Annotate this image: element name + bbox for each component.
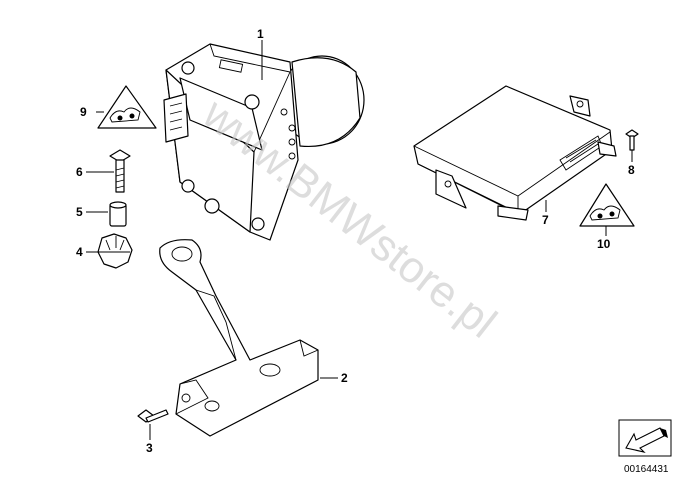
arrow-stamp-icon: [618, 419, 672, 457]
callout-3: 3: [146, 441, 153, 455]
callout-7: 7: [542, 213, 549, 227]
warning-triangle-icon: [97, 85, 157, 129]
callout-9: 9: [80, 105, 87, 119]
control-module: [413, 85, 617, 221]
callout-6: 6: [76, 165, 83, 179]
abs-hydraulic-unit: [163, 43, 365, 241]
callout-5: 5: [76, 205, 83, 219]
callout-2: 2: [341, 371, 348, 385]
sleeve: [109, 201, 127, 227]
callout-8: 8: [628, 163, 635, 177]
warning-triangle-icon: [579, 183, 635, 227]
reference-number: 00164431: [624, 464, 669, 475]
screw-3: [137, 409, 169, 423]
mounting-bracket: [159, 239, 319, 437]
callout-10: 10: [597, 237, 611, 251]
callout-1: 1: [257, 27, 264, 41]
rubber-mount: [97, 233, 133, 269]
callout-4: 4: [76, 245, 83, 259]
bolt-6: [109, 149, 131, 193]
screw-8: [625, 129, 639, 151]
